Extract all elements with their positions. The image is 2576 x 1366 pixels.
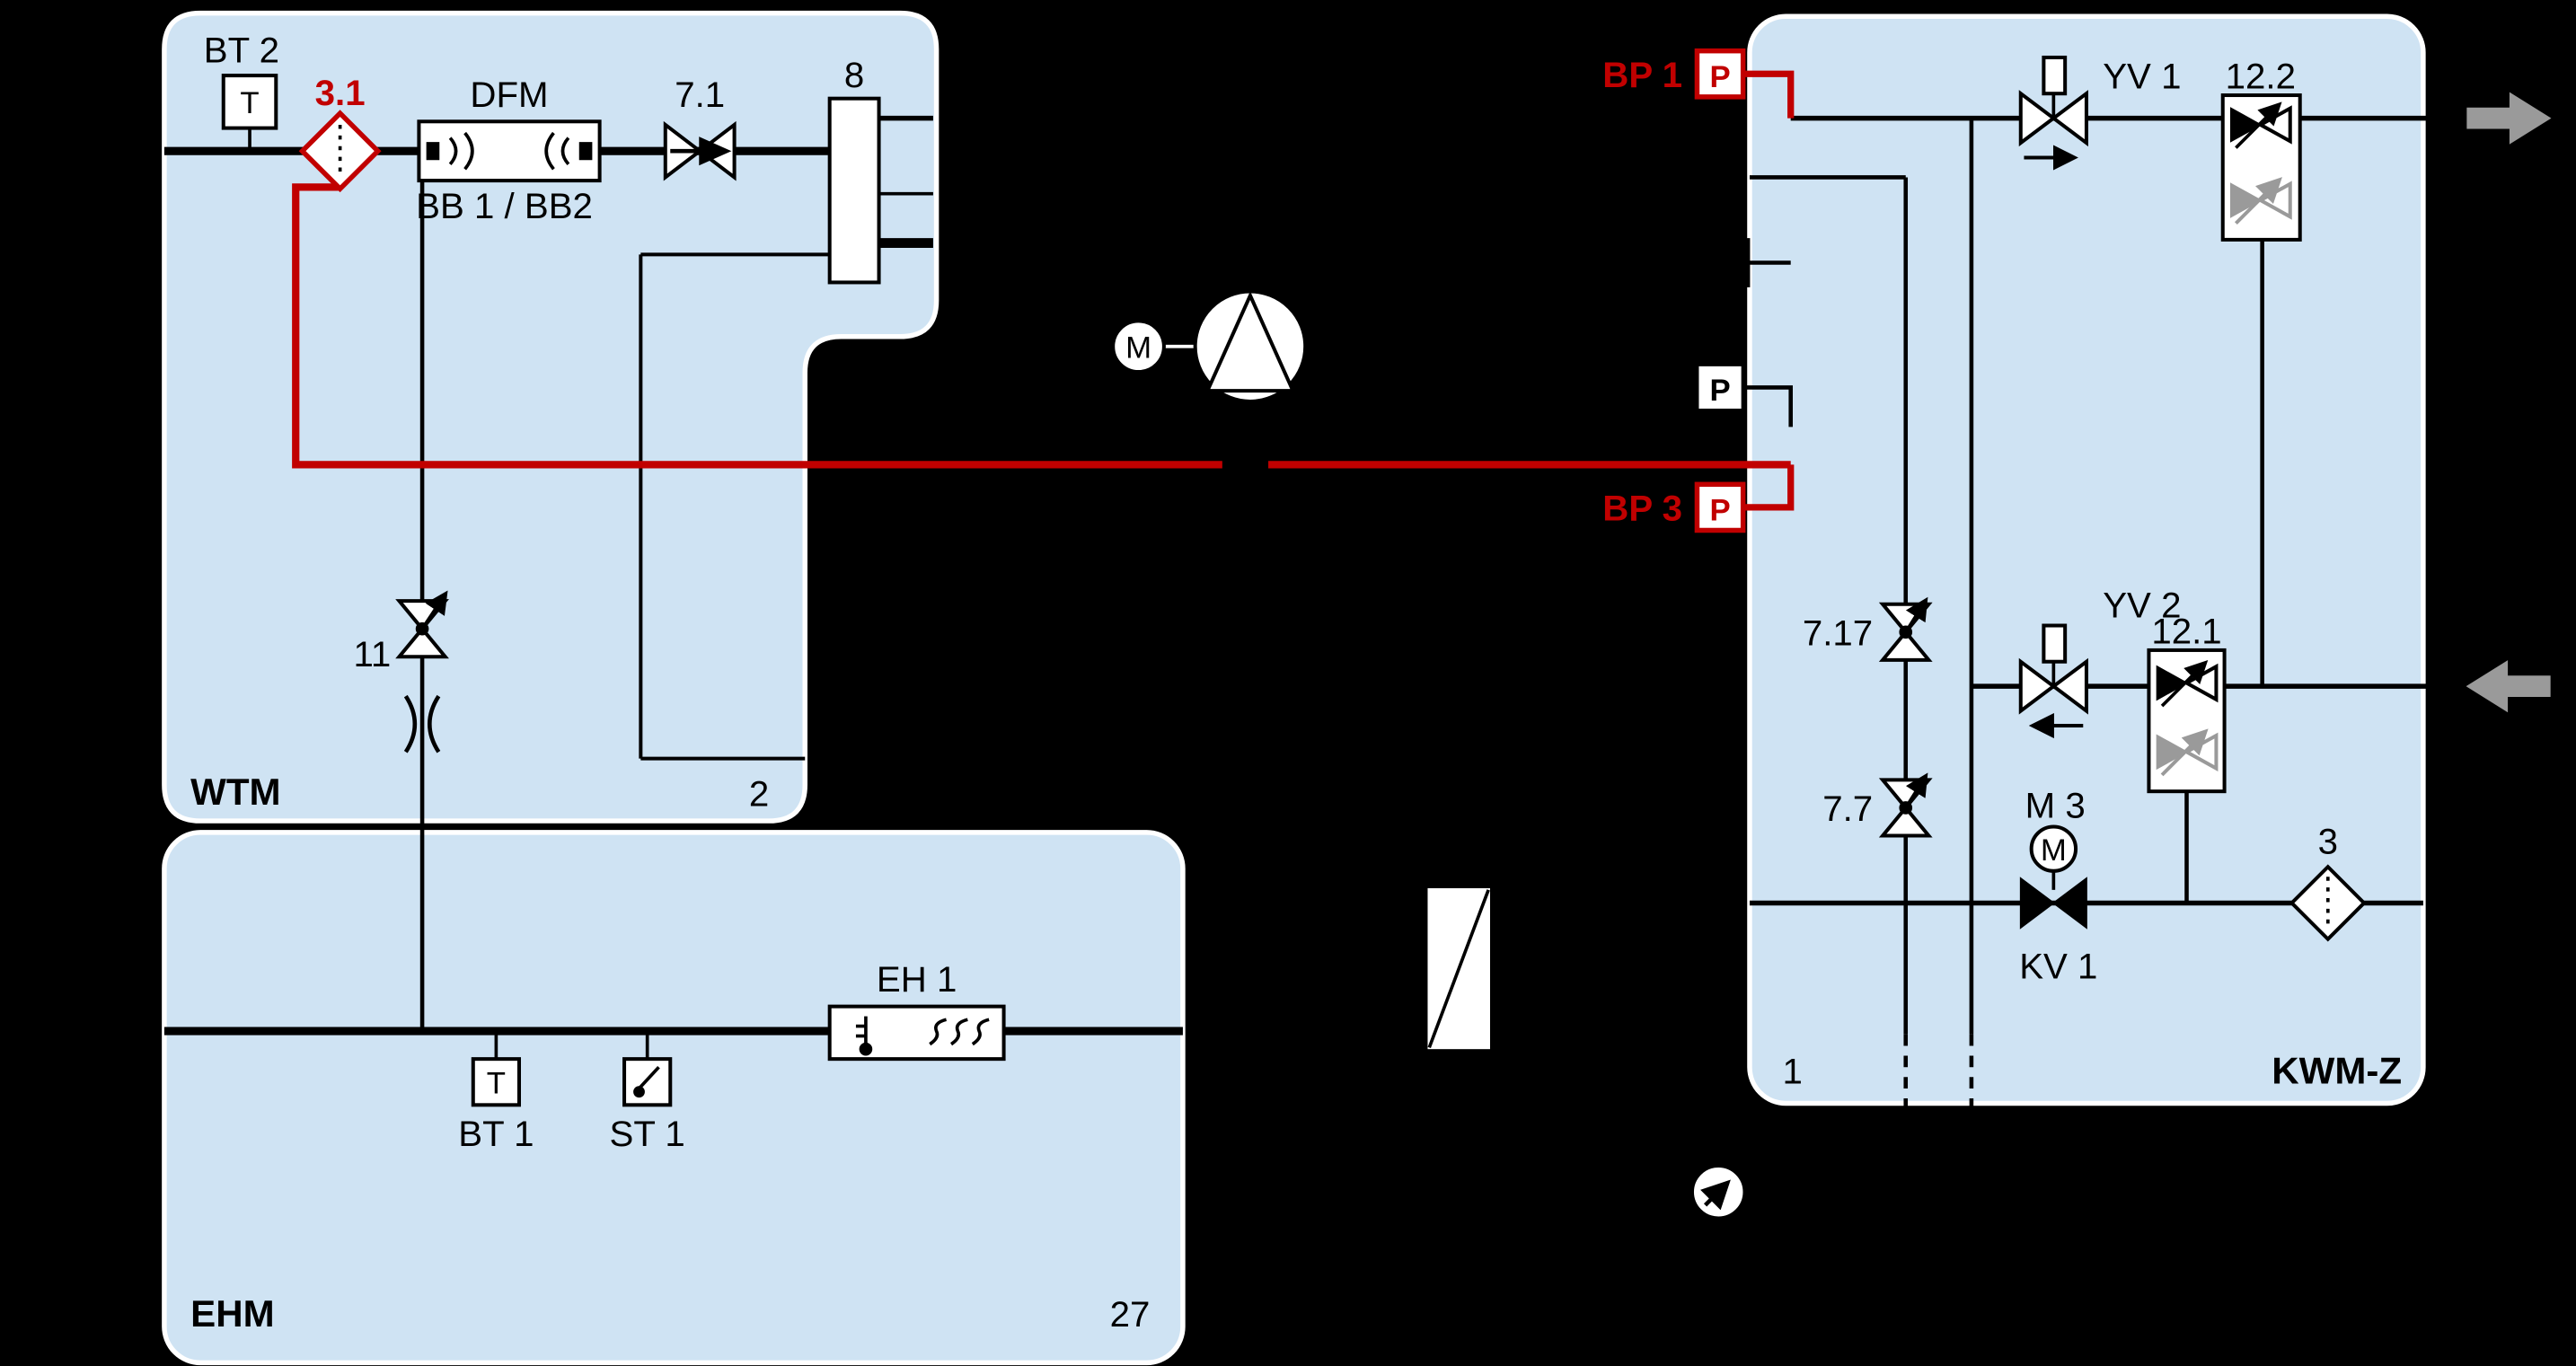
dfm-flowmeter [417,119,602,183]
pressure-gauge-icon [1689,1163,1747,1221]
dfm-sublabel: BB 1 / BB2 [416,186,593,226]
bt1-symbol: T [487,1067,506,1101]
separator-8-label: 8 [844,55,864,95]
module-kwm-z [1747,13,2426,1106]
solenoid-valve-yv2 [2018,623,2088,739]
valve-block-12-2 [2220,93,2302,242]
heater-eh1 [827,1004,1006,1062]
motor-valve-kv1: M [2019,824,2087,930]
bp3-sensor: P [1694,481,1746,533]
label-7-17: 7.17 [1803,612,1873,653]
flow-in-arrow-icon [2466,660,2551,713]
flow-direction-icon [699,137,732,166]
dfm-label: DFM [470,75,548,115]
valve-7-1-label: 7.1 [675,75,725,115]
check-valve-7-17 [1878,596,1933,662]
m3-label: M 3 [2025,785,2086,825]
label-12-2: 12.2 [2226,57,2296,97]
bp3-label: BP 3 [1602,489,1682,529]
label-3: 3 [2318,822,2338,862]
eh1-label: EH 1 [877,959,957,1000]
st1-label: ST 1 [610,1114,685,1154]
bp1-label: BP 1 [1602,55,1682,95]
kwm-title: KWM-Z [2272,1050,2402,1092]
strainer-3 [2289,864,2367,942]
kv1-label: KV 1 [2019,947,2097,987]
wtm-title: WTM [190,771,280,813]
valve-11-label: 11 [354,634,392,674]
label-7-7: 7.7 [1822,789,1873,829]
air-separator-8 [827,96,881,285]
bp1-symbol: P [1709,60,1730,94]
strainer-3-1-label: 3.1 [315,73,366,113]
pump: M [1111,289,1308,403]
strainer-3-1 [298,110,382,193]
check-valve-7-1 [663,120,737,181]
label-12-1: 12.1 [2151,612,2221,652]
pump-motor [1111,319,1166,375]
bt1-label: BT 1 [458,1114,534,1154]
st1-sensor [622,1057,673,1107]
module-backgrounds [162,10,2426,1366]
pressure-sensor-p: P [1695,362,1745,413]
ehm-piping [163,1027,1183,1060]
pump-motor-symbol: M [1125,331,1151,366]
transducer-left-icon [426,142,440,161]
bt2-sensor: T [221,74,278,130]
labels: BT 2 3.1 DFM BB 1 / BB2 7.1 8 11 WTM 2 E… [190,30,2402,1335]
ehm-port-label: 27 [1110,1294,1151,1335]
pump-impeller-icon [1204,291,1296,393]
module-wtm [162,10,940,824]
p-symbol: P [1709,374,1730,408]
bp3-symbol: P [1709,494,1730,528]
level-indicator-icon [1707,238,1751,287]
bt2-symbol: T [240,86,259,120]
module-ehm [162,830,1186,1366]
red-measuring-line [292,70,1795,511]
compensator [403,694,441,754]
check-valve-7-7 [1878,772,1933,838]
yv2-label: YV 2 [2103,585,2181,625]
balancing-valve-11 [395,590,449,659]
flow-out-arrow-icon [2466,92,2552,145]
bt2-label: BT 2 [204,30,279,70]
kwm-port-label: 1 [1783,1052,1803,1092]
ehm-title: EHM [190,1292,274,1335]
bt1-sensor: T [471,1057,522,1107]
m3-symbol: M [2041,833,2067,868]
wtm-port-label: 2 [749,774,769,815]
solenoid-valve-yv1 [2018,55,2088,171]
heat-exchanger [1424,885,1494,1053]
bp1-sensor: P [1694,48,1746,100]
yv1-label: YV 1 [2103,57,2181,97]
valve-block-12-1 [2147,648,2227,794]
transducer-right-icon [578,142,593,161]
